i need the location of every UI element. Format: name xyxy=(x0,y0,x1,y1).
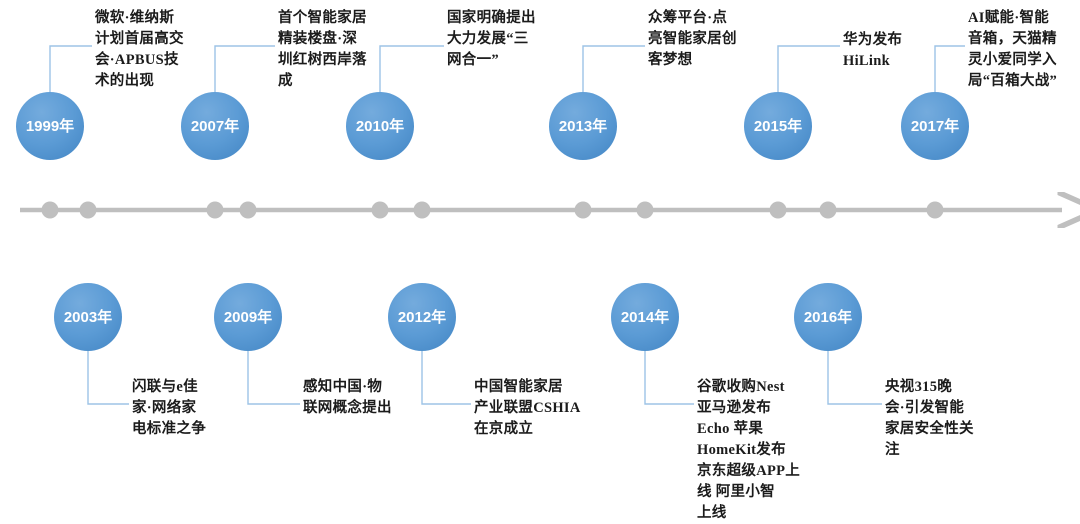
event-description-2013: 众筹平台·点 亮智能家居创 客梦想 xyxy=(648,10,737,68)
year-circle-2017[interactable] xyxy=(901,92,969,160)
year-circles xyxy=(16,92,969,351)
year-label-2017: 2017年 xyxy=(911,117,959,135)
connector-lines xyxy=(49,45,965,405)
year-label-2016: 2016年 xyxy=(804,308,852,326)
year-circle-2007[interactable] xyxy=(181,92,249,160)
axis-dot-9 xyxy=(819,201,837,219)
connector-2012 xyxy=(421,351,471,405)
connector-2017 xyxy=(934,45,965,92)
event-description-2014: 谷歌收购Nest 亚马逊发布 Echo 苹果 HomeKit发布 京东超级APP… xyxy=(697,379,801,521)
year-label-2013: 2013年 xyxy=(559,117,607,135)
year-label-1999: 1999年 xyxy=(26,117,74,135)
timeline-infographic: 1999年 2003年 2007年 2009年 2010年 2012年 2013年 2014年… xyxy=(16,10,1080,521)
connector-2007 xyxy=(214,45,275,92)
connector-2003 xyxy=(87,351,129,405)
year-circle-texts: 1999年 2003年 2007年 2009年 2010年 2012年 2013年 2014年… xyxy=(26,117,959,326)
axis-dot-8 xyxy=(769,201,787,219)
axis-dot-2 xyxy=(206,201,224,219)
event-description-2016: 央视315晚 会·引发智能 家居安全性关 注 xyxy=(885,379,974,458)
axis-dot-4 xyxy=(371,201,389,219)
year-circle-1999[interactable] xyxy=(16,92,84,160)
year-circle-2009[interactable] xyxy=(214,283,282,351)
event-description-2007: 首个智能家居 精装楼盘·深 圳红树西岸落 成 xyxy=(278,10,367,89)
year-circle-2016[interactable] xyxy=(794,283,862,351)
connector-2009 xyxy=(247,351,300,405)
event-description-2017: AI赋能·智能 音箱，天猫精 灵小爱同学入 局“百箱大战” xyxy=(968,10,1058,89)
connector-2016 xyxy=(827,351,882,405)
connector-2015 xyxy=(777,45,840,92)
year-label-2007: 2007年 xyxy=(191,117,239,135)
year-circle-2015[interactable] xyxy=(744,92,812,160)
year-label-2014: 2014年 xyxy=(621,308,669,326)
year-label-2003: 2003年 xyxy=(64,308,112,326)
event-description-2003: 闪联与e佳 家·网络家 电标准之争 xyxy=(132,379,206,437)
axis-dot-3 xyxy=(239,201,257,219)
event-description-2015: 华为发布 HiLink xyxy=(843,32,903,69)
axis-dot-1 xyxy=(79,201,97,219)
connector-2010 xyxy=(379,45,444,92)
connector-2014 xyxy=(644,351,694,405)
year-circle-2003[interactable] xyxy=(54,283,122,351)
axis-dot-6 xyxy=(574,201,592,219)
year-circle-2014[interactable] xyxy=(611,283,679,351)
event-description-2012: 中国智能家居 产业联盟CSHIA 在京成立 xyxy=(474,379,581,437)
axis-dot-5 xyxy=(413,201,431,219)
year-label-2012: 2012年 xyxy=(398,308,446,326)
connector-2013 xyxy=(582,45,645,92)
connector-1999 xyxy=(49,45,92,92)
year-label-2010: 2010年 xyxy=(356,117,404,135)
axis-dot-10 xyxy=(926,201,944,219)
event-description-2010: 国家明确提出 大力发展“三 网合一” xyxy=(447,10,536,68)
year-circle-2010[interactable] xyxy=(346,92,414,160)
axis-dots xyxy=(41,201,944,219)
year-circle-2012[interactable] xyxy=(388,283,456,351)
axis-dot-7 xyxy=(636,201,654,219)
year-label-2015: 2015年 xyxy=(754,117,802,135)
year-circle-2013[interactable] xyxy=(549,92,617,160)
axis-dot-0 xyxy=(41,201,59,219)
event-description-2009: 感知中国·物 联网概念提出 xyxy=(303,379,392,416)
year-label-2009: 2009年 xyxy=(224,308,272,326)
event-description-1999: 微软·维纳斯 计划首届高交 会·APBUS技 术的出现 xyxy=(95,10,184,89)
